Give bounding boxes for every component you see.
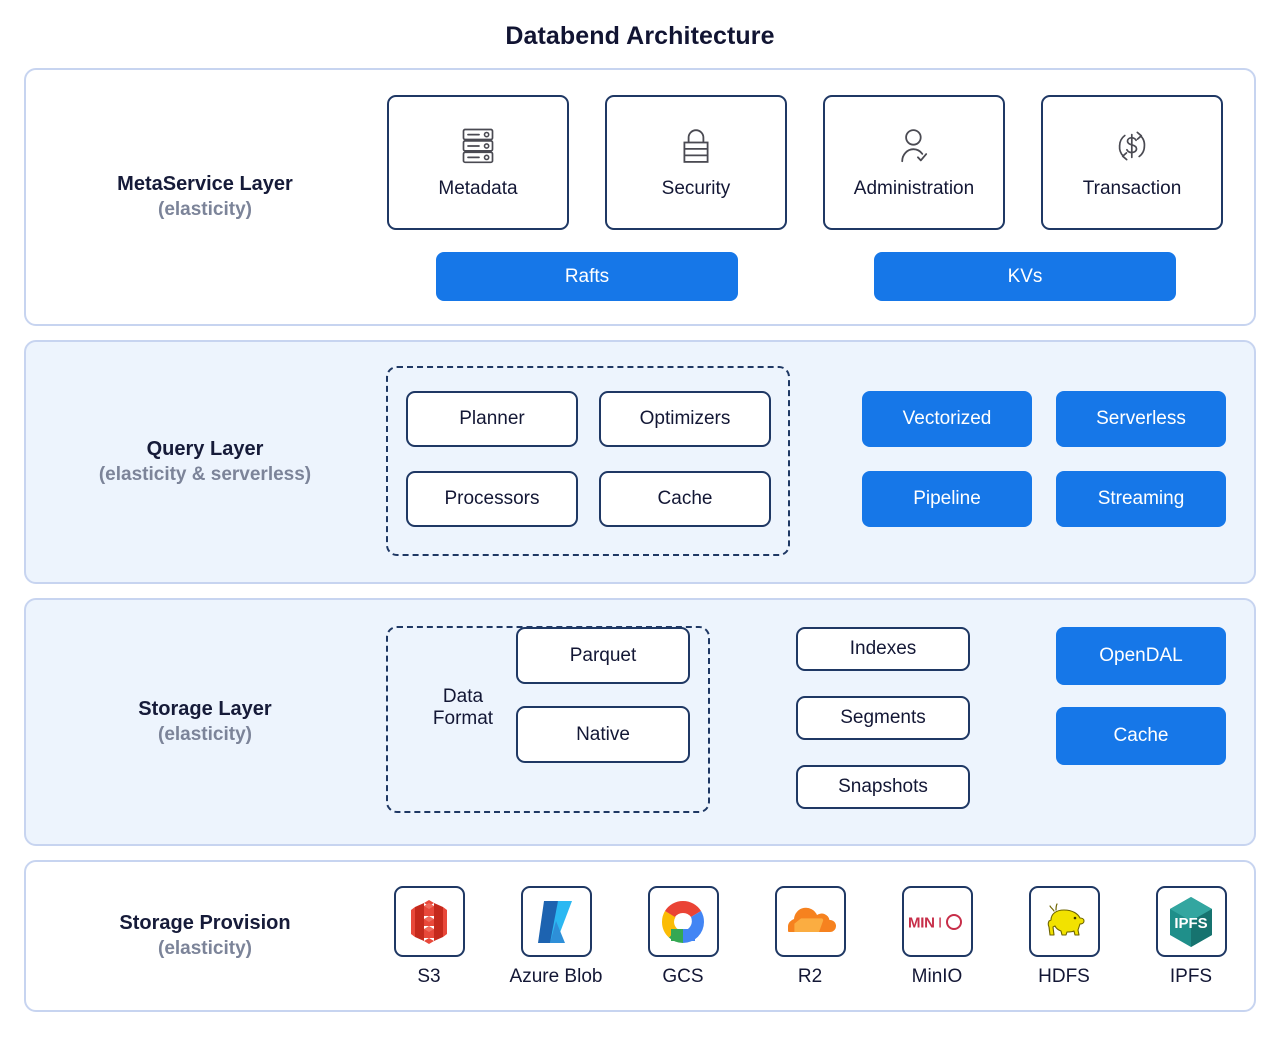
- layer-storage-provision-subtitle: (elasticity): [158, 938, 252, 960]
- chip-vectorized[interactable]: Vectorized: [862, 391, 1032, 447]
- page-title: Databend Architecture: [505, 22, 775, 50]
- provider-minio[interactable]: MIN I MinIO: [889, 886, 985, 988]
- data-format-label-line1: Data: [442, 686, 484, 707]
- server-rack-icon: [457, 126, 499, 166]
- minio-logo: MIN I: [901, 886, 973, 957]
- card-native[interactable]: Native: [516, 706, 690, 763]
- chip-pipeline[interactable]: Pipeline: [862, 471, 1032, 527]
- provider-gcs-label: GCS: [662, 966, 704, 987]
- layer-storage-label: Storage Layer (elasticity): [26, 696, 378, 748]
- layer-query: Query Layer (elasticity & serverless) Pl…: [24, 340, 1256, 584]
- aws-s3-logo: [393, 886, 465, 957]
- card-snapshots[interactable]: Snapshots: [796, 765, 970, 809]
- card-security[interactable]: Security: [605, 95, 787, 230]
- layer-query-label: Query Layer (elasticity & serverless): [26, 436, 378, 488]
- card-processors-label: Processors: [444, 488, 540, 509]
- user-check-icon: [893, 126, 935, 166]
- provider-minio-label: MinIO: [911, 966, 963, 987]
- data-format-label-line2: Format: [432, 708, 494, 730]
- card-planner[interactable]: Planner: [406, 391, 578, 447]
- card-optimizers[interactable]: Optimizers: [599, 391, 771, 447]
- provider-r2[interactable]: R2: [762, 886, 858, 988]
- card-metadata[interactable]: Metadata: [387, 95, 569, 230]
- chip-rafts-label: Rafts: [564, 265, 610, 287]
- provider-hdfs[interactable]: HDFS: [1016, 886, 1112, 988]
- provider-azure-blob-label: Azure Blob: [509, 966, 603, 987]
- layer-metaservice: MetaService Layer (elasticity): [24, 68, 1256, 326]
- layer-storage-subtitle: (elasticity): [158, 724, 252, 746]
- provider-s3[interactable]: S3: [381, 886, 477, 988]
- padlock-icon: [675, 126, 717, 166]
- svg-text:IPFS: IPFS: [1174, 915, 1207, 932]
- card-parquet[interactable]: Parquet: [516, 627, 690, 684]
- card-indexes[interactable]: Indexes: [796, 627, 970, 671]
- azure-blob-logo: [520, 886, 592, 957]
- card-indexes-label: Indexes: [849, 638, 917, 659]
- chip-storage-cache[interactable]: Cache: [1056, 707, 1226, 765]
- card-transaction[interactable]: Transaction: [1041, 95, 1223, 230]
- chip-kvs-label: KVs: [1007, 265, 1043, 287]
- layer-metaservice-label: MetaService Layer (elasticity): [26, 171, 378, 223]
- cloudflare-r2-logo: [774, 886, 846, 957]
- chip-vectorized-label: Vectorized: [902, 408, 992, 429]
- layer-metaservice-body: Metadata Security: [378, 68, 1254, 326]
- query-components-group: [386, 366, 790, 556]
- card-processors[interactable]: Processors: [406, 471, 578, 527]
- provider-azure-blob[interactable]: Azure Blob: [508, 886, 604, 988]
- svg-text:MIN: MIN: [908, 914, 935, 931]
- data-format-label: Data Format: [410, 686, 516, 731]
- card-administration-label: Administration: [853, 177, 975, 199]
- provider-gcs[interactable]: GCS: [635, 886, 731, 988]
- chip-kvs[interactable]: KVs: [874, 252, 1176, 301]
- layer-storage-provision-body: S3 Azure Blob: [378, 860, 1254, 1012]
- layer-metaservice-title: MetaService Layer: [117, 173, 293, 196]
- layer-metaservice-subtitle: (elasticity): [158, 199, 252, 221]
- card-parquet-label: Parquet: [569, 644, 637, 666]
- card-planner-label: Planner: [459, 408, 525, 429]
- chip-pipeline-label: Pipeline: [913, 488, 981, 509]
- layer-storage-body: Data Format Parquet Native Indexes Segme…: [378, 598, 1254, 846]
- svg-text:I: I: [938, 914, 942, 931]
- card-cache-label: Cache: [657, 488, 713, 509]
- card-segments-label: Segments: [840, 707, 926, 728]
- provider-ipfs[interactable]: IPFS IPFS: [1143, 886, 1239, 988]
- provider-ipfs-label: IPFS: [1169, 966, 1213, 987]
- card-optimizers-label: Optimizers: [639, 408, 731, 429]
- chip-serverless[interactable]: Serverless: [1056, 391, 1226, 447]
- google-cloud-storage-logo: [647, 886, 719, 957]
- card-metadata-label: Metadata: [438, 177, 518, 199]
- card-cache[interactable]: Cache: [599, 471, 771, 527]
- chip-storage-cache-label: Cache: [1113, 725, 1169, 746]
- card-snapshots-label: Snapshots: [838, 776, 928, 797]
- layer-storage-title: Storage Layer: [138, 698, 272, 721]
- ipfs-logo: IPFS: [1155, 886, 1227, 957]
- chip-opendal[interactable]: OpenDAL: [1056, 627, 1226, 685]
- provider-r2-label: R2: [797, 966, 823, 987]
- layer-query-subtitle: (elasticity & serverless): [98, 464, 312, 486]
- layer-storage: Storage Layer (elasticity) Data Format P…: [24, 598, 1256, 846]
- card-transaction-label: Transaction: [1082, 177, 1182, 199]
- chip-rafts[interactable]: Rafts: [436, 252, 738, 301]
- chip-opendal-label: OpenDAL: [1099, 645, 1183, 666]
- layer-query-title: Query Layer: [146, 438, 264, 461]
- layer-storage-provision-label: Storage Provision (elasticity): [26, 910, 378, 962]
- hadoop-hdfs-logo: [1028, 886, 1100, 957]
- card-administration[interactable]: Administration: [823, 95, 1005, 230]
- provider-hdfs-label: HDFS: [1038, 966, 1090, 987]
- layer-storage-provision-title: Storage Provision: [119, 912, 291, 935]
- layer-query-body: Planner Optimizers Processors Cache Vect…: [378, 340, 1254, 584]
- dollar-refresh-icon: [1111, 126, 1153, 166]
- chip-streaming[interactable]: Streaming: [1056, 471, 1226, 527]
- card-segments[interactable]: Segments: [796, 696, 970, 740]
- chip-serverless-label: Serverless: [1096, 408, 1186, 429]
- chip-streaming-label: Streaming: [1097, 488, 1185, 509]
- card-native-label: Native: [576, 723, 630, 745]
- card-security-label: Security: [661, 177, 731, 199]
- provider-s3-label: S3: [417, 966, 441, 987]
- layer-storage-provision: Storage Provision (elasticity): [24, 860, 1256, 1012]
